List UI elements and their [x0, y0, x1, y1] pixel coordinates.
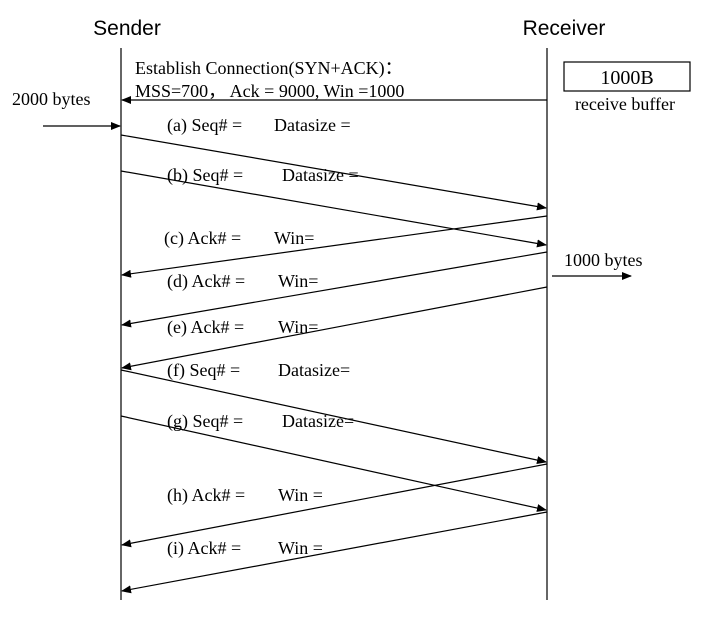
message-g-arrow — [120, 415, 547, 512]
message-e-label: (e) Ack# = — [167, 317, 244, 338]
receive-buffer-box — [563, 61, 691, 92]
message-e-field: Win= — [278, 317, 318, 337]
message-g-field: Datasize= — [282, 411, 354, 431]
message-a-field: Datasize = — [274, 115, 351, 135]
message-c-label: (c) Ack# = — [164, 228, 241, 249]
message-b-label: (b) Seq# = — [167, 165, 243, 186]
message-f-label: (f) Seq# = — [167, 360, 240, 381]
message-d-arrow — [121, 251, 548, 328]
connection-label-line1: Establish Connection(SYN+ACK)： — [135, 58, 403, 79]
receiver-output-label: 1000 bytes — [564, 250, 643, 270]
message-c-arrow — [121, 215, 548, 278]
receiver-header: Receiver — [523, 17, 606, 40]
message-b-arrow — [120, 170, 547, 248]
message-b-field: Datasize = — [282, 165, 359, 185]
message-i-field: Win = — [278, 538, 323, 558]
connection-label-line2: MSS=700， Ack = 9000, Win =1000 — [135, 81, 404, 101]
receive-buffer-size: 1000B — [600, 67, 653, 89]
message-h-field: Win = — [278, 485, 323, 505]
message-h-arrow — [121, 463, 548, 548]
message-h-label: (h) Ack# = — [167, 485, 245, 506]
message-f-field: Datasize= — [278, 360, 350, 380]
message-c-field: Win= — [274, 228, 314, 248]
message-f-arrow — [120, 369, 547, 465]
sender-header: Sender — [93, 17, 161, 40]
message-e-arrow — [121, 286, 548, 371]
message-i-label: (i) Ack# = — [167, 538, 241, 559]
sender-input-label: 2000 bytes — [12, 89, 91, 109]
receive-buffer-caption: receive buffer — [575, 94, 675, 114]
message-i-arrow — [121, 511, 548, 594]
message-g-label: (g) Seq# = — [167, 411, 243, 432]
message-d-field: Win= — [278, 271, 318, 291]
message-a-arrow — [120, 134, 547, 211]
message-a-label: (a) Seq# = — [167, 115, 242, 136]
message-d-label: (d) Ack# = — [167, 271, 245, 292]
